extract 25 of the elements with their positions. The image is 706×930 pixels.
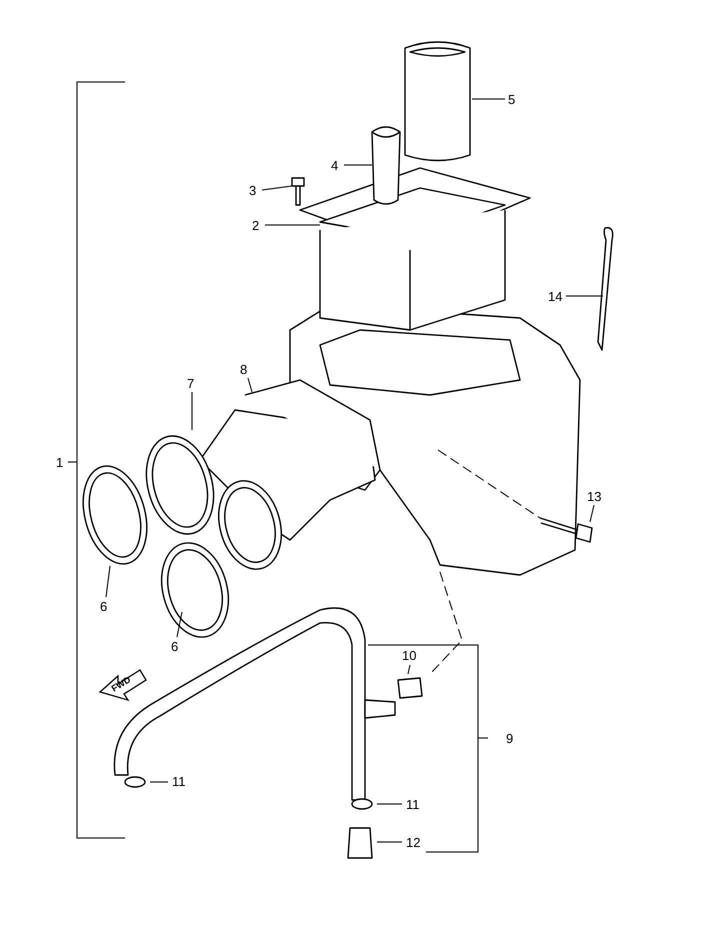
callout-number: 10 [402, 648, 416, 663]
callout-number: 9 [506, 731, 514, 746]
leader-line [262, 186, 292, 190]
callout-number: 6 [171, 639, 178, 654]
callout-number: 12 [406, 835, 420, 850]
callout-number: 1 [56, 455, 64, 470]
callout-number: 7 [187, 376, 194, 391]
callout-number: 6 [100, 599, 108, 614]
callout-number: 11 [172, 774, 186, 789]
callout-number: 14 [548, 289, 562, 304]
callout-number: 13 [587, 489, 602, 504]
leader-line [408, 664, 410, 674]
callout-number: 2 [252, 218, 260, 233]
leader-line [106, 566, 110, 598]
callout-number: 5 [508, 92, 516, 107]
callout-number: 11 [406, 797, 420, 812]
callout-number: 8 [240, 362, 248, 377]
leader-line [176, 612, 182, 638]
leader-line [248, 378, 252, 392]
callout-number: 3 [249, 183, 256, 198]
leader-line [344, 164, 372, 166]
leader-line [472, 98, 506, 100]
leader-line [590, 504, 594, 522]
callout-number: 4 [331, 158, 338, 173]
leader-line [264, 224, 320, 226]
